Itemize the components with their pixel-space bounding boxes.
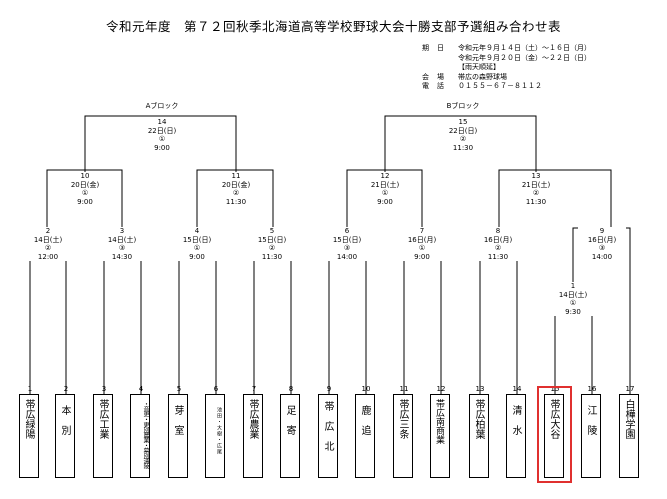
team-no-8: 8: [288, 385, 294, 393]
page-title: 令和元年度 第７２回秋季北海道高等学校野球大会十勝支部予選組み合わせ表: [105, 19, 561, 34]
bracket-line-g13: [498, 169, 612, 229]
block-a-label: Aブロック: [145, 102, 179, 110]
team-no-10: 10: [361, 385, 371, 393]
team-box-17: 白樺学園: [619, 394, 639, 478]
team-no-6: 6: [213, 385, 219, 393]
team-box-13: 帯広柏葉: [469, 394, 489, 478]
team-box-8: 足 寄: [280, 394, 300, 478]
team-no-2: 2: [63, 385, 69, 393]
team-no-15: 15: [550, 385, 560, 393]
team-no-11: 11: [399, 385, 409, 393]
team-box-16: 江 陵: [581, 394, 601, 478]
team-box-15: 帯広大谷: [544, 394, 564, 478]
team-no-16: 16: [587, 385, 597, 393]
venue: 帯広の森野球場: [458, 72, 507, 81]
team-box-6: 池田・大樹・広尾: [205, 394, 225, 478]
team-no-5: 5: [176, 385, 182, 393]
team-box-4: ・音更・更別農業・幕別清陵: [130, 394, 150, 478]
phone-key: 電話: [422, 82, 452, 90]
team-box-10: 鹿 追: [355, 394, 375, 478]
schedule-info: 期日令和元年９月１４日（土）～１６日（月） 令和元年９月２０日（金）～２２日（日…: [422, 44, 591, 92]
team-box-14: 清 水: [506, 394, 526, 478]
team-box-11: 帯広三条: [393, 394, 413, 478]
bracket-line-g11: [196, 169, 274, 229]
team-no-4: 4: [138, 385, 144, 393]
period-key: 期日: [422, 44, 452, 52]
period-line-2: 令和元年９月２０日（金）～２２日（日）: [458, 53, 591, 62]
bracket-line-b-final: [384, 115, 537, 172]
bracket-line-g12: [346, 169, 423, 229]
venue-key: 会場: [422, 72, 452, 81]
team-box-1: 帯広緑陽: [19, 394, 39, 478]
team-no-13: 13: [475, 385, 485, 393]
team-no-17: 17: [625, 385, 635, 393]
period-line-1: 令和元年９月１４日（土）～１６日（月）: [458, 44, 591, 52]
team-no-9: 9: [326, 385, 332, 393]
block-b-label: Bブロック: [446, 102, 480, 110]
period-note: 【雨天順延】: [458, 63, 500, 71]
bracket-line-a-final: [84, 115, 237, 172]
team-box-12: 帯広南商業: [430, 394, 450, 478]
team-box-3: 帯広工業: [93, 394, 113, 478]
highlight-frame-team-15: [537, 386, 572, 483]
team-box-9: 帯広北: [318, 394, 338, 478]
team-box-7: 帯広農業: [243, 394, 263, 478]
team-no-14: 14: [512, 385, 522, 393]
team-box-5: 芽 室: [168, 394, 188, 478]
phone: ０１５５－６７－８１１２: [458, 82, 542, 90]
team-no-12: 12: [436, 385, 446, 393]
team-no-7: 7: [251, 385, 257, 393]
team-no-3: 3: [101, 385, 107, 393]
team-no-1: 1: [27, 385, 33, 393]
team-box-2: 本 別: [55, 394, 75, 478]
bracket-line-g10: [46, 169, 123, 229]
